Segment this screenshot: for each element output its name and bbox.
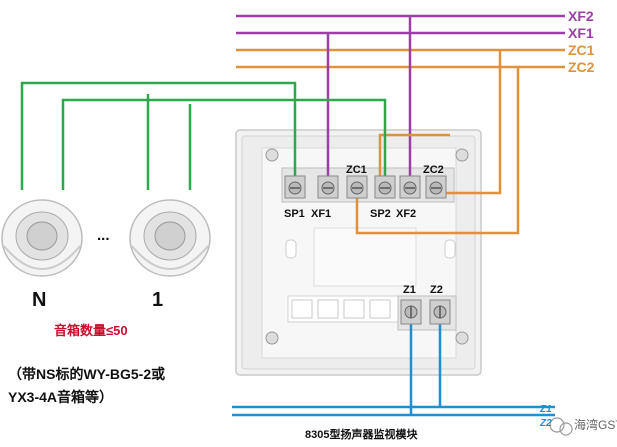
- wechat-icon: [549, 417, 573, 436]
- bus-label-xf1: XF1: [568, 25, 594, 41]
- bus-label-zc2: ZC2: [568, 59, 595, 75]
- lower-blank-terminals: [291, 299, 391, 319]
- speaker-ellipsis: ...: [97, 227, 110, 244]
- upper-terminals: [284, 175, 447, 199]
- terminal-zc1: [346, 175, 368, 199]
- terminal-label-zc1: ZC1: [346, 164, 367, 176]
- terminal-z1: [400, 299, 422, 325]
- lower-z-terminals: [400, 299, 451, 325]
- terminal-sp1: [284, 175, 306, 199]
- bus-label-xf2: XF2: [568, 8, 594, 24]
- terminal-label-xf2: XF2: [396, 208, 416, 220]
- speaker-1: [129, 199, 211, 277]
- terminal-label-z2: Z2: [430, 284, 443, 296]
- loop-wires: [232, 320, 555, 417]
- bus-label-zc1: ZC1: [568, 42, 595, 58]
- terminal-xf2: [399, 175, 421, 199]
- terminal-xf1: [317, 175, 339, 199]
- speaker-model-note-line1: （带NS标的WY-BG5-2或: [8, 366, 165, 382]
- terminal-z2: [429, 299, 451, 325]
- bottom-bus-label-z2: Z2: [539, 418, 552, 429]
- watermark-text: 海湾GST: [574, 417, 617, 432]
- speaker-label-1: 1: [152, 289, 163, 311]
- module-caption: 8305型扬声器监视模块: [305, 427, 418, 441]
- terminal-label-z1: Z1: [403, 284, 416, 296]
- zc-wires: [355, 50, 520, 235]
- terminal-zc2: [425, 175, 447, 199]
- bottom-bus-label-z1: Z1: [539, 404, 552, 415]
- terminal-label-sp2: SP2: [370, 208, 391, 220]
- terminal-sp2: [374, 175, 396, 199]
- speaker-label-n: N: [32, 289, 46, 311]
- speaker-count-note: 音箱数量≤50: [54, 323, 128, 338]
- speaker-model-note-line2: YX3-4A音箱等）: [8, 389, 113, 405]
- speaker-n: [1, 199, 83, 277]
- xf-drop-wires: [326, 16, 412, 188]
- bus-wires: [236, 14, 565, 69]
- speaker-wires: [20, 81, 387, 190]
- terminal-label-sp1: SP1: [284, 208, 305, 220]
- terminal-label-xf1: XF1: [311, 208, 331, 220]
- terminal-label-zc2: ZC2: [423, 164, 444, 176]
